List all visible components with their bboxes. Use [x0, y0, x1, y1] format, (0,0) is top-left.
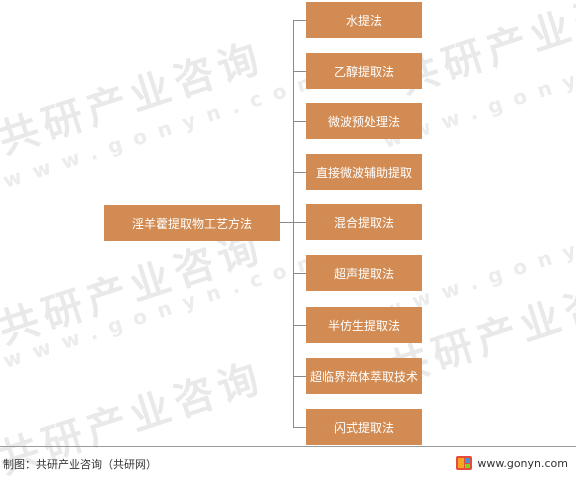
connector-branch [293, 376, 306, 377]
connector-branch [293, 427, 306, 428]
method-node: 水提法 [306, 2, 422, 38]
connector-root [280, 222, 293, 223]
method-node: 乙醇提取法 [306, 53, 422, 89]
gonyn-logo-icon [456, 456, 473, 470]
connector-branch [293, 273, 306, 274]
method-node: 微波预处理法 [306, 103, 422, 139]
method-node: 闪式提取法 [306, 409, 422, 445]
site-url: www.gonyn.com [477, 456, 568, 470]
site-link[interactable]: www.gonyn.com [456, 456, 568, 470]
method-node: 直接微波辅助提取 [306, 154, 422, 190]
footer: 制图：共研产业咨询（共研网） www.gonyn.com [0, 446, 576, 474]
footer-divider [0, 446, 576, 447]
connector-branch [293, 121, 306, 122]
method-node: 混合提取法 [306, 204, 422, 240]
method-node: 超临界流体萃取技术 [306, 358, 422, 394]
connector-branch [293, 20, 306, 21]
root-node: 淫羊藿提取物工艺方法 [104, 205, 280, 241]
connector-branch [293, 172, 306, 173]
connector-spine [293, 20, 294, 427]
connector-branch [293, 325, 306, 326]
connector-branch [293, 71, 306, 72]
method-node: 半仿生提取法 [306, 307, 422, 343]
source-credit: 制图：共研产业咨询（共研网） [3, 458, 157, 471]
method-node: 超声提取法 [306, 255, 422, 291]
connector-branch [293, 222, 306, 223]
